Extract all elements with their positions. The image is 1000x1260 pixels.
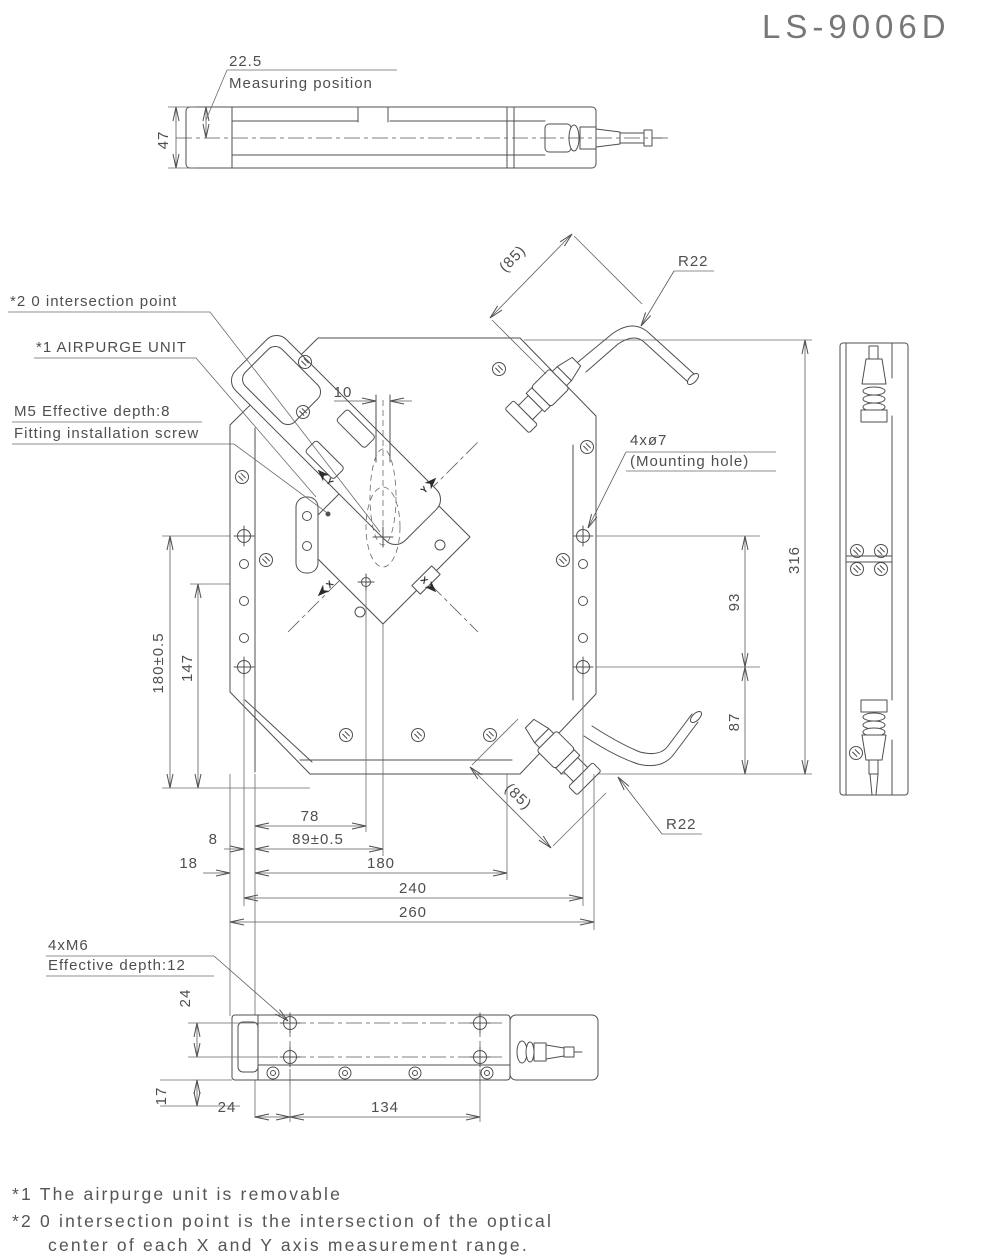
svg-text:8: 8 (209, 831, 218, 848)
dim-18: 18 (179, 855, 231, 877)
svg-text:Y: Y (324, 476, 335, 487)
drawing-title: LS-9006D (762, 8, 951, 45)
svg-text:18: 18 (179, 855, 198, 872)
dim-10: 10 (334, 384, 412, 405)
svg-text:260: 260 (399, 904, 427, 921)
svg-text:X: X (324, 579, 335, 590)
dim-h24: 24 (218, 1099, 291, 1121)
svg-text:(Mounting hole): (Mounting hole) (630, 453, 749, 470)
dim-r22-bottom: R22 (617, 776, 702, 835)
dim-260: 260 (229, 904, 595, 926)
svg-text:87: 87 (726, 713, 743, 732)
svg-text:(85): (85) (496, 242, 530, 276)
dim-180: 180 (254, 855, 508, 877)
callout-mounting-hole: 4xø7 (Mounting hole) (587, 432, 776, 529)
side-connector-bottom (860, 699, 888, 796)
footnote-1: *1 The airpurge unit is removable (12, 1184, 342, 1204)
svg-text:Effective depth:12: Effective depth:12 (48, 957, 186, 974)
footnotes: *1 The airpurge unit is removable *2 0 i… (12, 1184, 553, 1255)
callout-m5: M5 Effective depth:8 Fitting installatio… (12, 403, 331, 517)
callout-airpurge: *1 AIRPURGE UNIT (34, 339, 317, 498)
svg-text:Fitting installation screw: Fitting installation screw (14, 425, 199, 442)
zero-intersection-point (372, 526, 394, 548)
connector-top-right (505, 325, 700, 433)
svg-text:M5 Effective depth:8: M5 Effective depth:8 (14, 403, 170, 420)
svg-text:24: 24 (177, 989, 194, 1008)
svg-text:4xø7: 4xø7 (630, 432, 667, 449)
side-view (839, 342, 909, 796)
dim-22-5: 22.5 (229, 53, 262, 70)
dim-180-tol: 180±0.5 (150, 535, 174, 789)
dim-89-tol: 89±0.5 (254, 831, 384, 853)
fitting-bracket (295, 496, 319, 574)
airpurge-unit (230, 334, 442, 546)
cable-bottom-right (591, 713, 693, 754)
dim-8: 8 (209, 831, 245, 853)
svg-text:*2 0 intersection point: *2 0 intersection point (10, 293, 177, 310)
cable-top-right (577, 325, 695, 375)
dim-87: 87 (726, 666, 749, 775)
svg-text:4xM6: 4xM6 (48, 937, 89, 954)
dim-v17: 17 (153, 1079, 201, 1107)
connector-bottom-right (524, 710, 703, 795)
side-connector-top (860, 345, 888, 423)
front-view: Y X Y X (8, 233, 812, 1118)
svg-text:316: 316 (786, 546, 803, 574)
svg-text:93: 93 (726, 593, 743, 612)
svg-text:R22: R22 (678, 253, 709, 270)
label-measuring-position: Measuring position (229, 75, 373, 92)
svg-text:X: X (419, 575, 430, 586)
svg-text:147: 147 (179, 654, 196, 682)
dim-h134: 134 (289, 1099, 481, 1121)
svg-text:*1 AIRPURGE UNIT: *1 AIRPURGE UNIT (36, 339, 187, 356)
axis-marker-nw: Y (317, 469, 335, 487)
svg-text:180: 180 (367, 855, 395, 872)
dim-93: 93 (726, 535, 749, 668)
footnote-2-line1: *2 0 intersection point is the intersect… (12, 1211, 553, 1231)
svg-text:89±0.5: 89±0.5 (292, 831, 344, 848)
svg-text:10: 10 (334, 384, 353, 401)
axis-marker-se: X (419, 575, 437, 593)
svg-text:180±0.5: 180±0.5 (150, 632, 167, 693)
svg-text:R22: R22 (666, 816, 697, 833)
axis-marker-sw: X (317, 579, 335, 597)
svg-text:17: 17 (153, 1087, 170, 1106)
dim-47: 47 (155, 131, 172, 150)
svg-text:Y: Y (419, 484, 430, 495)
dim-316: 316 (786, 339, 809, 775)
svg-text:240: 240 (399, 880, 427, 897)
svg-text:24: 24 (218, 1099, 237, 1116)
top-view: 47 22.5 Measuring position (155, 53, 668, 169)
dim-147: 147 (179, 583, 202, 789)
dim-v24: 24 (177, 989, 201, 1058)
svg-text:(85): (85) (501, 780, 535, 814)
footnote-2-line2: center of each X and Y axis measurement … (48, 1235, 529, 1255)
bottom-view: 4xM6 Effective depth:12 24 17 24 134 (46, 937, 599, 1122)
axis-marker-ne: Y (419, 477, 437, 495)
callout-m6: 4xM6 Effective depth:12 (46, 937, 289, 1022)
svg-text:78: 78 (301, 808, 320, 825)
leader-measuring-position (205, 69, 228, 121)
dim-78: 78 (254, 808, 367, 830)
callout-intersection: *2 0 intersection point (8, 293, 381, 533)
dim-r22-top: R22 (640, 253, 714, 327)
bottom-view-connector (509, 1014, 599, 1081)
svg-text:134: 134 (371, 1099, 399, 1116)
dim-240: 240 (243, 880, 584, 902)
